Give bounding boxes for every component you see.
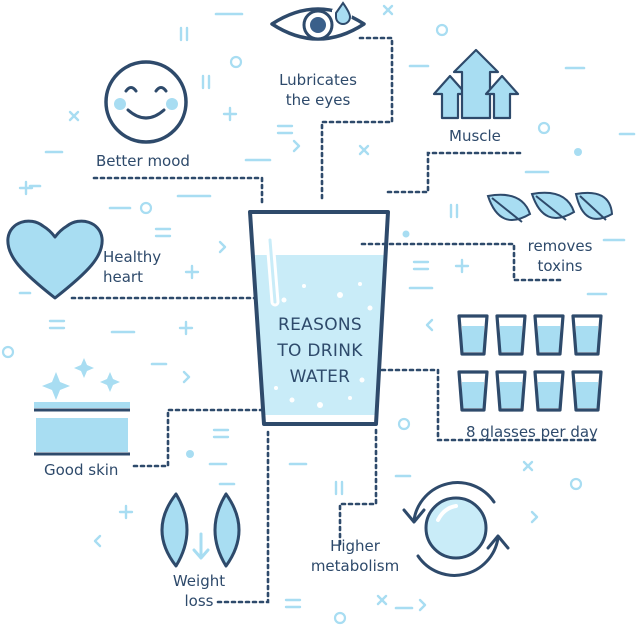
decorative-equals [48, 124, 430, 609]
metabolism-cycle-icon [402, 481, 510, 577]
label-lubricates-eyes: Lubricates the eyes [279, 71, 357, 109]
eight-glasses-icon [457, 314, 603, 412]
connector-mood [92, 176, 264, 207]
label-better-mood: Better mood [96, 152, 190, 170]
label-removes-toxins: removes toxins [527, 237, 593, 275]
decorative-chevrons [93, 139, 539, 612]
label-weight-loss: Weight loss [172, 572, 226, 610]
center-title-line-3: WATER [289, 367, 351, 387]
label-healthy-heart: Healthy heart [103, 248, 162, 286]
center-title-line-1: REASONS [278, 315, 362, 335]
connector-weight [216, 430, 270, 604]
muscle-arrows-icon [432, 48, 520, 120]
water-glass-icon [248, 210, 390, 426]
connector-eye [320, 36, 394, 202]
connector-lines [70, 36, 600, 604]
connector-muscle [382, 151, 522, 194]
center-title-line-2: TO DRINK [277, 341, 363, 361]
connector-toxins [360, 242, 564, 282]
skin-layers-icon [34, 402, 130, 456]
decorative-dashes [18, 12, 636, 610]
decorative-bars [179, 26, 459, 496]
weight-loss-icon [160, 492, 241, 568]
connector-metabolism [338, 428, 378, 547]
connector-skin [132, 408, 266, 468]
label-higher-metabolism: Higher metabolism [310, 537, 400, 575]
sparkle-icons [42, 358, 120, 400]
label-good-skin: Good skin [44, 461, 119, 479]
label-eight-glasses: 8 glasses per day [466, 423, 598, 441]
connector-glasses [380, 368, 600, 442]
center-title: REASONS TO DRINK WATER [264, 312, 376, 390]
leaves-icon [486, 191, 614, 223]
decorative-crosses [68, 4, 534, 606]
label-muscle: Muscle [449, 127, 501, 145]
decorative-dots [186, 148, 582, 458]
decorative-plus [18, 106, 470, 520]
smiley-icon [104, 60, 188, 144]
eye-icon [270, 0, 366, 41]
heart-icon [6, 219, 104, 300]
decorative-circles [1, 23, 583, 625]
